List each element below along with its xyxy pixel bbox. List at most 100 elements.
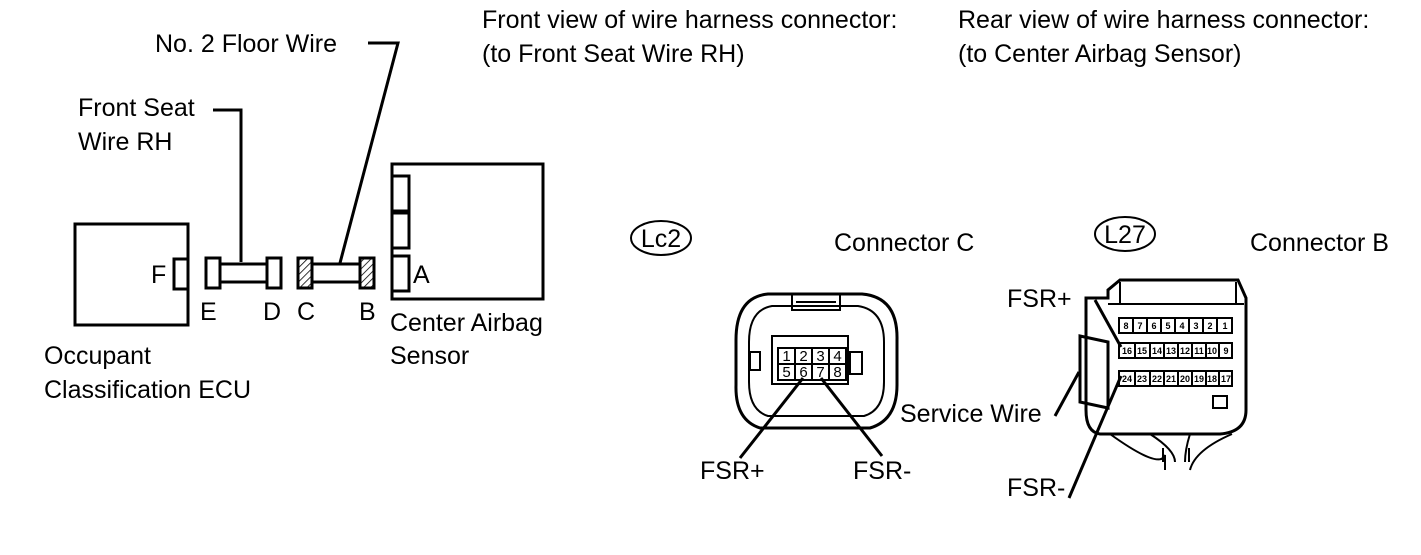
floor-wire-label: No. 2 Floor Wire [155,30,337,58]
sensor-label-line2: Sensor [390,342,469,370]
connector-b-pin-grid: 8 7 6 5 4 3 2 1 16 15 14 13 12 11 10 9 2… [1118,317,1233,387]
pin-number: 5 [782,364,790,381]
pin-number: 8 [833,364,841,381]
connector-b-title: Connector B [1250,229,1389,257]
pin-cell [828,363,847,381]
connector-c-view: Lc2 Connector C 1 2 3 4 5 6 7 [630,220,974,485]
connector-c-right-key [849,351,863,375]
rear-view-heading-line2: (to Center Airbag Sensor) [958,40,1241,68]
pin-number: 23 [1137,374,1147,384]
rear-view-heading-line1: Rear view of wire harness connector: [958,6,1369,34]
connector-c-outer-shell [734,292,899,430]
connector-c-fsr-plus-label: FSR+ [700,457,765,485]
connector-f-port [172,257,190,291]
pin-row-frame [1118,342,1233,359]
connector-d-label: D [263,298,281,326]
front-seat-wire-leader [213,108,243,262]
connector-c-plug [296,256,314,290]
connector-a-label: A [413,261,430,289]
pin-number: 7 [1137,321,1142,331]
pin-number: 13 [1166,346,1176,356]
connector-d-plug [265,256,283,290]
pin-number: 5 [1165,321,1170,331]
connector-a-socket [390,254,411,293]
pin-number: 3 [1193,321,1198,331]
floor-wire-leader [338,41,400,264]
pin-separators [1134,371,1220,386]
connector-c-lock-tab [791,293,841,311]
pin-number: 24 [1122,374,1132,384]
pin-number: 2 [799,348,807,365]
connector-b-plug [358,256,376,290]
pin-number: 16 [1122,346,1132,356]
connector-b-fsr-plus-label: FSR+ [1007,285,1072,313]
pin-number: 8 [1123,321,1128,331]
pin-number: 12 [1180,346,1190,356]
connector-b-fsr-minus-label: FSR- [1007,474,1065,502]
pin-number: 22 [1152,374,1162,384]
connector-c-title: Connector C [834,229,974,257]
pin-number: 1 [782,348,790,365]
connector-b-cable [1109,433,1166,470]
component-layout: No. 2 Floor Wire Front Seat Wire RH F Oc… [44,30,545,404]
connector-b-view: L27 Connector B 8 7 6 5 [900,216,1389,502]
pin-number: 14 [1152,346,1162,356]
pin-number: 18 [1207,374,1217,384]
pin-number: 11 [1194,346,1204,356]
pin-number: 20 [1180,374,1190,384]
connector-c-fsr-plus-leader [738,377,805,459]
connector-b-label: B [359,298,376,326]
front-view-heading-line2: (to Front Seat Wire RH) [482,40,745,68]
connector-b-fsr-minus-leader [1067,375,1123,499]
l27-code-badge [1094,216,1156,252]
connector-b-left-clip [1078,334,1110,410]
connector-e-plug [204,256,222,290]
pin-number: 3 [816,348,824,365]
pin-number: 21 [1166,374,1176,384]
connector-b-fsr-plus-leader [1093,299,1123,348]
connector-b-cable [1189,433,1233,471]
connector-c-left-key [749,351,761,371]
connector-b-cable [1184,433,1191,463]
front-seat-wire-label-line2: Wire RH [78,128,172,156]
lc2-code-badge [630,220,692,256]
service-wire-leader [1053,371,1081,417]
occupant-ecu-box [73,222,190,327]
pin-separators [1132,318,1218,333]
sensor-label-line1: Center Airbag [390,309,543,337]
sensor-socket-2 [390,211,411,250]
pin-number: 7 [816,364,824,381]
connector-c-cavity-frame [771,335,849,385]
connector-b-housing [1084,278,1248,436]
pin-number: 6 [1151,321,1156,331]
connector-f-label: F [151,261,166,289]
ecu-label-line1: Occupant [44,342,151,370]
connector-c-pin-grid: 1 2 3 4 5 6 7 8 [777,347,847,381]
connector-c-inner-shell [748,305,885,417]
connector-e-label: E [200,298,217,326]
pin-number: 9 [1223,346,1228,356]
front-seat-wire-label-line1: Front Seat [78,94,195,122]
sensor-socket-1 [390,174,411,213]
pin-number: 6 [799,364,807,381]
front-seat-wire-harness [218,262,269,284]
front-view-heading-line1: Front view of wire harness connector: [482,6,897,34]
l27-code-label: L27 [1104,221,1146,249]
pin-number: 15 [1137,346,1147,356]
pin-number: 10 [1207,346,1217,356]
pin-number: 17 [1221,374,1231,384]
connector-b-bottom-lock [1212,395,1228,409]
service-wire-label: Service Wire [900,400,1042,428]
lc2-code-label: Lc2 [641,225,681,253]
connector-c-label: C [297,298,315,326]
pin-separators [1134,343,1220,358]
pin-number: 19 [1194,374,1204,384]
center-airbag-sensor-box [390,162,545,301]
ecu-label-line2: Classification ECU [44,376,251,404]
pin-number: 4 [1179,321,1184,331]
pin-number: 4 [833,348,841,365]
connector-c-fsr-minus-leader [819,377,884,457]
pin-number: 2 [1207,321,1212,331]
connector-b-cable [1149,433,1176,463]
